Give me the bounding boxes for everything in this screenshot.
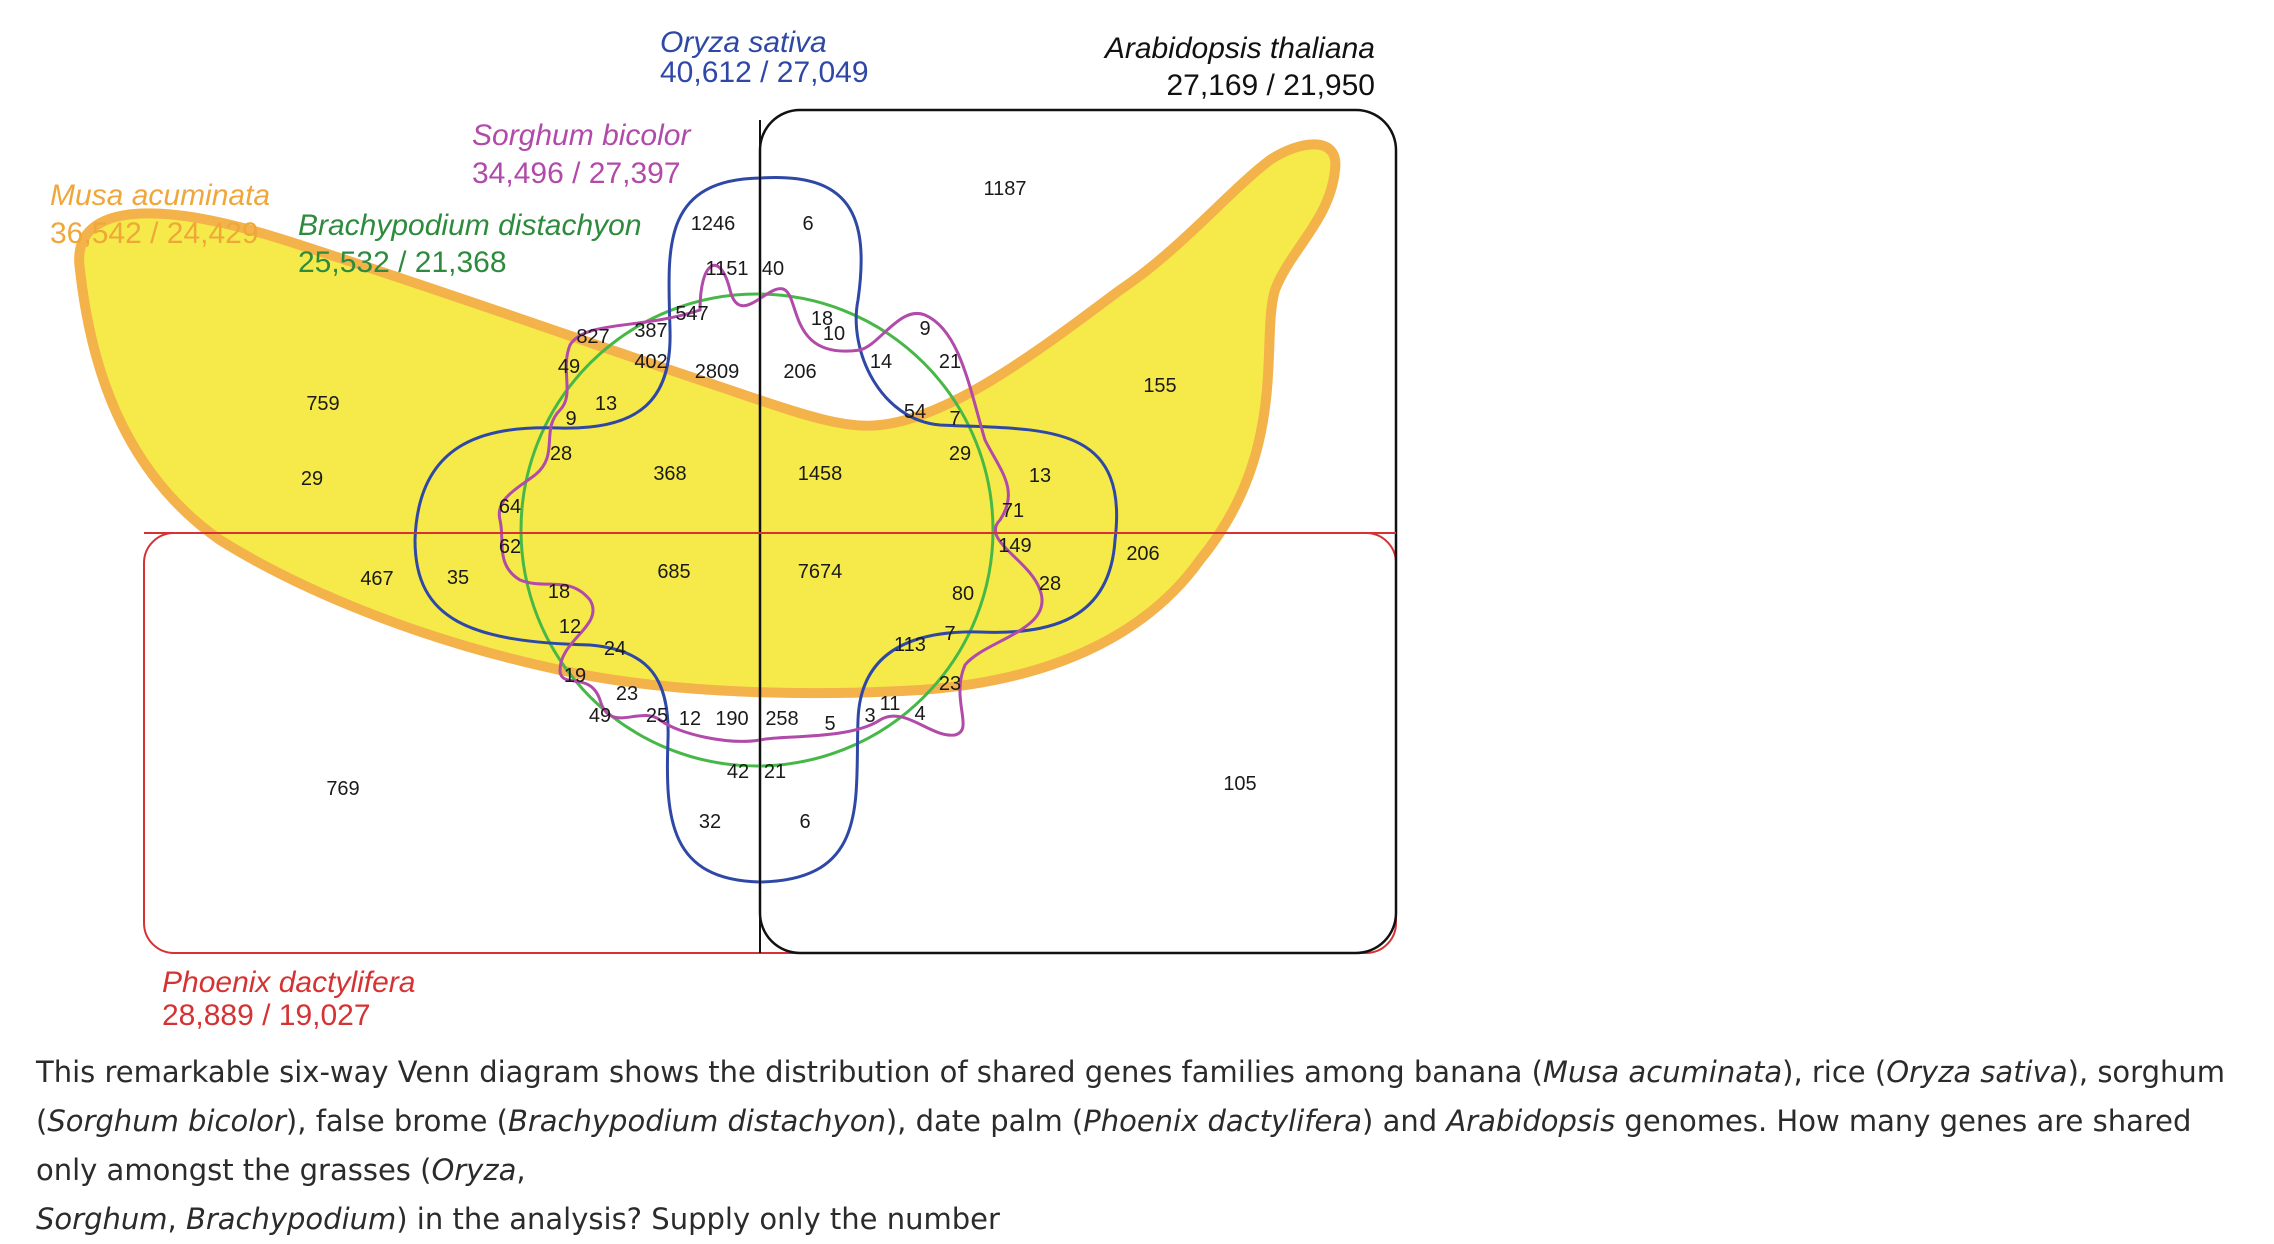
region-count: 19	[564, 665, 586, 687]
region-count: 149	[998, 535, 1031, 557]
region-count: 190	[715, 708, 748, 730]
region-count: 769	[326, 778, 359, 800]
region-count: 113	[894, 634, 926, 656]
region-count: 10	[823, 323, 845, 345]
sorghum-set-shape	[497, 264, 1044, 743]
region-count: 827	[576, 326, 609, 348]
sorghum-counts: 34,496 / 27,397	[472, 157, 681, 190]
region-count: 21	[764, 761, 786, 783]
region-count: 54	[904, 401, 926, 423]
region-count: 685	[657, 561, 690, 583]
region-count: 1151	[705, 258, 748, 280]
region-count: 547	[675, 303, 708, 325]
region-count: 6	[802, 213, 813, 235]
region-count: 23	[616, 683, 638, 705]
region-count: 1246	[691, 213, 736, 235]
region-count: 2809	[695, 361, 740, 383]
arabidopsis-counts: 27,169 / 21,950	[1166, 69, 1375, 102]
region-count: 23	[939, 673, 961, 695]
region-count: 13	[595, 393, 617, 415]
oryza-name: Oryza sativa	[660, 26, 827, 59]
region-count: 18	[811, 308, 833, 330]
brachypodium-set-shape	[519, 292, 995, 768]
region-count: 42	[727, 761, 749, 783]
six-way-venn-diagram: Oryza sativa 40,612 / 27,049 Arabidopsis…	[50, 26, 1398, 1030]
region-count: 24	[604, 638, 626, 660]
region-count: 12	[559, 616, 581, 638]
region-count: 467	[360, 568, 393, 590]
region-count: 4	[914, 703, 925, 725]
region-count: 9	[919, 318, 930, 340]
region-count: 7674	[798, 561, 843, 583]
phoenix-name: Phoenix dactylifera	[162, 966, 415, 999]
region-count: 35	[447, 567, 469, 589]
region-count: 13	[1029, 465, 1051, 487]
region-count: 62	[499, 536, 521, 558]
region-count: 206	[783, 361, 816, 383]
region-count: 258	[765, 708, 798, 730]
region-count: 1458	[798, 463, 843, 485]
musa-name: Musa acuminata	[50, 179, 270, 212]
region-count: 28	[1039, 573, 1061, 595]
region-count: 6	[799, 811, 810, 833]
region-count: 29	[301, 468, 323, 490]
region-count: 49	[589, 705, 611, 727]
region-count: 3	[864, 705, 875, 727]
region-count: 387	[634, 320, 667, 342]
region-count: 21	[939, 351, 961, 373]
region-count: 402	[634, 351, 667, 373]
phoenix-counts: 28,889 / 19,027	[162, 999, 371, 1030]
musa-set-shape	[74, 139, 1341, 699]
region-count: 368	[653, 463, 686, 485]
region-count: 7	[944, 623, 955, 645]
region-count: 9	[565, 408, 576, 430]
oryza-counts: 40,612 / 27,049	[660, 56, 869, 89]
region-count: 105	[1223, 773, 1256, 795]
region-count: 32	[699, 811, 721, 833]
region-count: 49	[558, 356, 580, 378]
region-count: 5	[824, 713, 835, 735]
region-count: 206	[1126, 543, 1159, 565]
region-count: 40	[762, 258, 784, 280]
brachypodium-name: Brachypodium distachyon	[298, 209, 642, 242]
region-count: 28	[550, 443, 572, 465]
region-count: 71	[1002, 500, 1024, 522]
arabidopsis-name: Arabidopsis thaliana	[1103, 32, 1375, 65]
region-count: 25	[646, 705, 668, 727]
region-count: 64	[499, 496, 521, 518]
region-count: 11	[880, 693, 901, 715]
musa-counts: 36,542 / 24,429	[50, 217, 259, 250]
region-count: 29	[949, 443, 971, 465]
region-count: 80	[952, 583, 974, 605]
region-count: 7	[949, 408, 960, 430]
sorghum-name: Sorghum bicolor	[472, 119, 691, 152]
region-count: 14	[870, 351, 892, 373]
region-count: 759	[306, 393, 339, 415]
region-count: 12	[679, 708, 701, 730]
brachypodium-counts: 25,532 / 21,368	[298, 246, 507, 279]
region-count: 1187	[983, 178, 1026, 200]
question-text: This remarkable six-way Venn diagram sho…	[36, 1055, 2225, 1236]
region-count: 155	[1143, 375, 1176, 397]
region-count: 18	[548, 581, 570, 603]
